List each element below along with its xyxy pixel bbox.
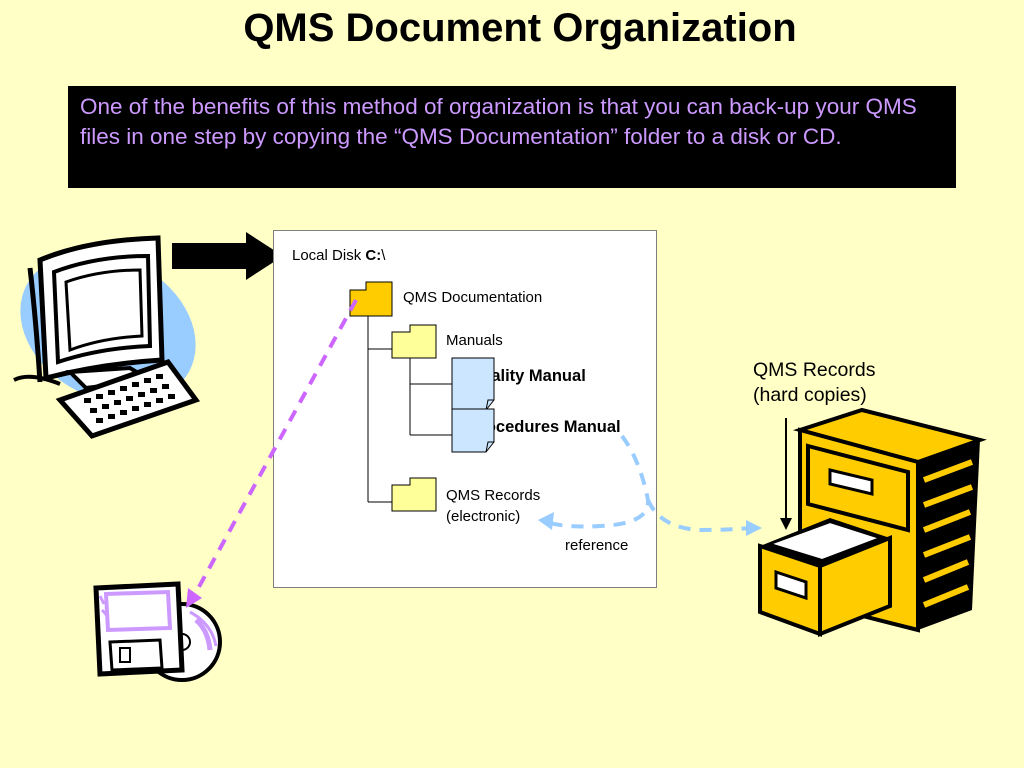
cd-icon: [142, 602, 222, 682]
hard-copy-records-label: QMS Records (hard copies): [753, 359, 876, 406]
explorer-panel: Local Disk C:\ QMS Documentation Manuals…: [273, 230, 657, 588]
qms-documentation-label[interactable]: QMS Documentation: [403, 289, 543, 306]
manuals-label[interactable]: Manuals: [446, 332, 503, 349]
quality-manual-label[interactable]: *Quality Manual: [462, 367, 586, 385]
floppy-disk-icon: [93, 581, 185, 677]
callout-box: One of the benefits of this method of or…: [68, 86, 956, 188]
reference-arrow-right: [646, 499, 751, 533]
procedures-manual-label[interactable]: *Procedures Manual: [462, 418, 621, 436]
root-drive-label: Local Disk C:\: [292, 247, 386, 264]
slide-title: QMS Document Organization: [243, 6, 797, 50]
reference-label: reference: [565, 537, 629, 554]
qms-records-electronic-label[interactable]: QMS Records (electronic): [446, 487, 541, 525]
